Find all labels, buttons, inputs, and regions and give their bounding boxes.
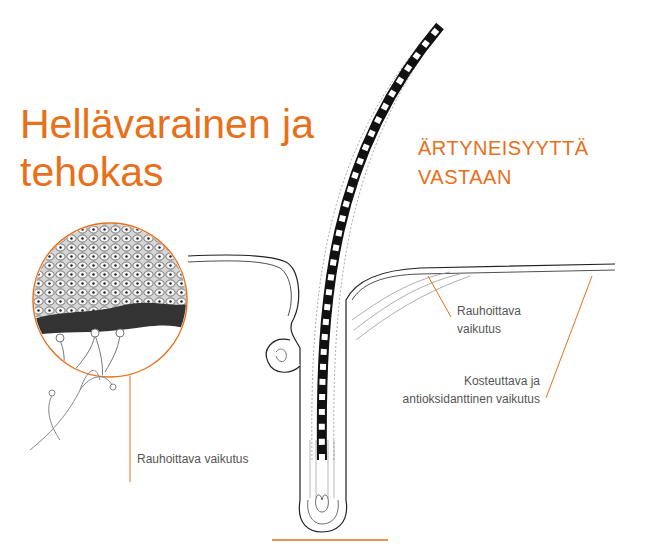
nerve-fibre [30, 370, 112, 450]
arrector-muscle [352, 272, 470, 340]
effect-label: Kosteuttava ja antioksidanttinen vaikutu… [388, 372, 540, 408]
leader-line [546, 276, 592, 398]
magnifier-circle [33, 223, 187, 377]
leader-line [428, 276, 451, 317]
skin-surface [346, 264, 615, 500]
leader-line [130, 376, 131, 482]
effect-label: Rauhoittava vaikutus [137, 450, 248, 468]
cell-layer [30, 220, 190, 380]
title: Hellävarainen ja tehokas [20, 100, 332, 196]
effect-label: Rauhoittava vaikutus [457, 302, 549, 338]
heading-label: ÄRTYNEISYYTTÄ VASTAAN [418, 134, 618, 192]
sebaceous-gland [266, 339, 300, 372]
base-line [272, 539, 388, 541]
